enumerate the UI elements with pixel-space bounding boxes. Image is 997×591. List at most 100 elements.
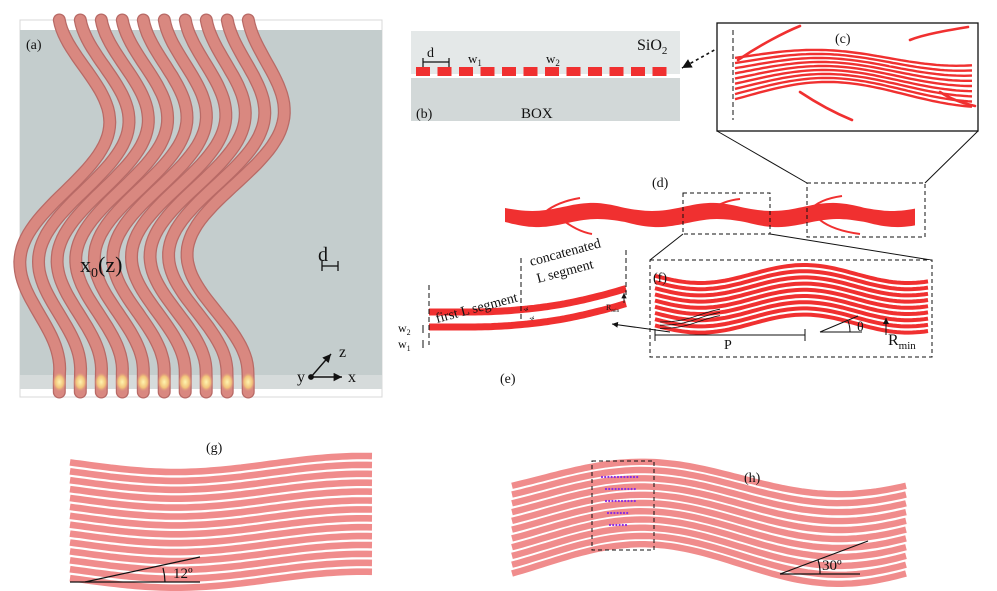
panel-a-input-glow	[199, 372, 214, 392]
panel-h-field-marker	[611, 487, 614, 491]
panel-b-segment	[502, 67, 516, 76]
panel-h-field-marker	[636, 475, 639, 479]
panel-b-d-marker	[422, 58, 450, 67]
panel-c-waveguide	[734, 56, 973, 78]
panel-a-waveguides	[13, 13, 291, 399]
panel-g-angle-marker	[70, 556, 201, 583]
panel-h-waveguide	[511, 499, 907, 543]
panel-e-waveguides	[429, 285, 627, 331]
panel-g-waveguide	[69, 479, 373, 502]
panel-g-label: (g)	[206, 441, 223, 456]
panel-a-axis-x: x	[348, 369, 356, 386]
panel-f: P θ Rmin (f)	[611, 259, 933, 358]
panel-h-waveguide	[511, 483, 907, 525]
panel-h-waveguide	[511, 466, 907, 507]
panel-h-field-marker	[623, 475, 626, 479]
panel-d-zoom-box-right	[806, 182, 926, 238]
panel-d: (d)	[505, 176, 932, 261]
panel-a-spacing-marker	[321, 261, 339, 271]
panel-f-segment-overlay	[659, 308, 721, 329]
panel-f-waveguide	[654, 300, 929, 323]
panel-g-waveguide	[69, 550, 373, 574]
panel-h-field-marker	[622, 511, 626, 515]
panel-c-waveguide	[734, 68, 973, 93]
panel-h-waveguide	[511, 458, 907, 498]
panel-b-box-layer	[411, 78, 680, 121]
panel-h-field-marker	[621, 523, 624, 527]
panel-h-field-marker	[604, 475, 607, 479]
panel-h-waveguide	[511, 507, 907, 552]
panel-a-waveguide	[163, 14, 271, 398]
panel-a-input-glow	[73, 372, 88, 392]
panel-b-box-label: BOX	[521, 106, 553, 122]
panel-c-waveguide	[734, 64, 972, 88]
panel-g-waveguide	[69, 497, 373, 520]
panel-a-input-glow	[178, 372, 193, 392]
panel-a-waveguide	[14, 14, 116, 398]
panel-g-waveguide	[69, 488, 373, 511]
panel-h-field-marker	[600, 475, 604, 479]
panel-h-field-marker	[613, 475, 616, 479]
panel-g-waveguide	[69, 532, 373, 556]
panel-h-label: (h)	[744, 471, 761, 486]
panel-h-field-marker	[611, 499, 614, 503]
panel-d-tapers	[544, 195, 861, 235]
panel-a-formula: x0(z)	[80, 252, 122, 281]
panel-h-field-marker	[616, 511, 619, 515]
panel-h-field-marker	[618, 523, 621, 527]
panel-g-waveguide	[69, 506, 373, 529]
panel-h-field-marker	[614, 499, 617, 503]
panel-c-label: (c)	[835, 32, 851, 47]
panel-g-angle-label: 12º	[173, 566, 193, 582]
panel-h-field-marker	[624, 499, 627, 503]
panel-h-field-marker	[610, 511, 613, 515]
panel-h-field-marker	[630, 487, 633, 491]
panel-h-waveguides	[511, 458, 907, 587]
panel-a-waveguide	[181, 14, 290, 398]
panel-c-waveguides	[734, 48, 973, 108]
panel-h-field-marker	[615, 523, 618, 527]
panel-f-waveguide	[654, 263, 929, 285]
panel-f-overlay-curve	[659, 312, 721, 326]
panel-a-input-glow	[52, 372, 67, 392]
panel-b-d-label: d	[427, 46, 434, 61]
panel-b-segment	[609, 67, 624, 76]
panel-b-segment	[545, 67, 559, 76]
panel-a-waveguide	[107, 14, 212, 398]
panel-f-waveguide	[654, 287, 929, 310]
panel-f-angle-label: θ	[857, 320, 864, 335]
panel-d-device-strip	[505, 202, 915, 228]
panel-h-field-marker	[626, 475, 629, 479]
panel-e-label: (e)	[500, 372, 516, 387]
panel-h-field-marker	[620, 487, 624, 491]
panel-a-input-glow	[241, 372, 256, 392]
panel-a-input-glows	[52, 372, 256, 392]
panel-g-waveguide	[69, 470, 373, 494]
panel-f-overlay-curve	[659, 308, 721, 323]
panel-b-segment	[652, 67, 667, 76]
panel-a-axis-z: z	[339, 344, 346, 361]
panel-a-axis-y: y	[297, 369, 305, 386]
panel-a-axes	[308, 353, 342, 382]
panel-f-overlay-curve	[659, 315, 721, 329]
panel-h-field-marker	[604, 499, 608, 503]
panel-a-input-glow	[157, 372, 172, 392]
panel-a-input-glow	[94, 372, 109, 392]
panel-h-field-marker	[629, 475, 632, 479]
panel-c-waveguide	[734, 80, 973, 108]
panel-b-w2-label: w2	[546, 51, 560, 68]
panel-h-waveguide	[511, 524, 907, 570]
panel-h-field-markers	[600, 475, 639, 527]
panel-c-taper-arms	[736, 24, 977, 122]
panel-c-waveguide	[734, 72, 973, 98]
panel-c-zoom-lines	[716, 130, 979, 184]
panel-g-waveguide	[69, 461, 373, 485]
panel-g: 12º (g)	[69, 441, 373, 591]
panel-h-angle-label: 30º	[822, 558, 842, 574]
panel-a-input-glow	[115, 372, 130, 392]
panel-h-field-marker	[632, 475, 636, 479]
panel-h-waveguide	[511, 491, 907, 534]
panel-c: (c)	[716, 22, 979, 184]
panel-b-segment	[631, 67, 645, 76]
panel-e: first L segment concatenated L segment w…	[398, 236, 627, 387]
